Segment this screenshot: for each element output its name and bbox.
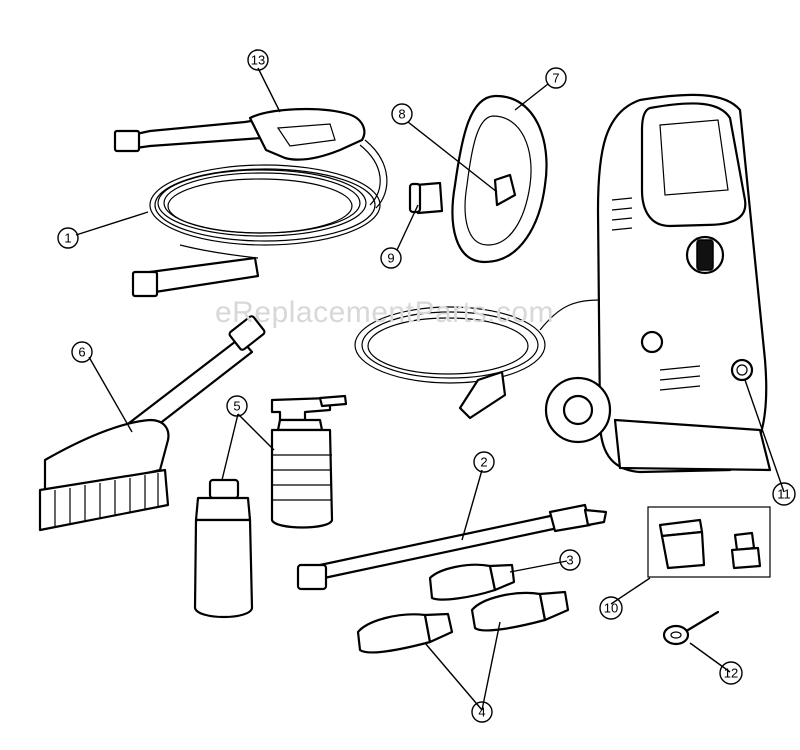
callout-8: 8: [391, 103, 413, 125]
callout-9: 9: [380, 247, 402, 269]
svg-text:6: 6: [78, 345, 85, 360]
svg-text:11: 11: [777, 487, 791, 502]
callout-6: 6: [71, 341, 93, 363]
callout-3: 3: [559, 549, 581, 571]
callout-10: 10: [599, 596, 623, 620]
knob-cap: [408, 181, 444, 215]
wash-brush: [38, 315, 266, 532]
callout-1: 1: [57, 227, 79, 249]
detergent-bottle-nozzle: [270, 394, 348, 529]
svg-text:3: 3: [566, 553, 573, 568]
nozzle-4-right: [470, 590, 570, 632]
svg-text:10: 10: [604, 601, 618, 616]
svg-text:5: 5: [233, 399, 240, 414]
watermark-text: eReplacementParts.com: [215, 296, 554, 329]
spray-gun-hose: [113, 108, 388, 298]
callout-13: 13: [247, 49, 269, 71]
spray-lance: [296, 503, 608, 591]
callout-11: 11: [772, 482, 796, 506]
hose-coupling-set: [647, 506, 771, 578]
svg-text:13: 13: [251, 53, 265, 68]
svg-text:4: 4: [478, 705, 485, 720]
cover-ring: [451, 94, 548, 264]
callout-7: 7: [545, 67, 567, 89]
pressure-washer-unit: [544, 93, 772, 474]
cleaning-needle: [662, 610, 720, 646]
svg-text:7: 7: [552, 71, 559, 86]
svg-text:8: 8: [398, 107, 405, 122]
callout-12: 12: [719, 661, 743, 685]
callout-4: 4: [471, 701, 493, 723]
svg-text:1: 1: [64, 231, 71, 246]
callout-5: 5: [226, 395, 248, 417]
callout-2: 2: [473, 451, 495, 473]
power-cord: [354, 299, 601, 420]
svg-text:9: 9: [387, 251, 394, 266]
svg-text:2: 2: [480, 455, 487, 470]
nozzle-3: [428, 563, 516, 601]
svg-text:12: 12: [724, 666, 738, 681]
detergent-bottle: [193, 478, 254, 618]
nozzle-4-left: [356, 612, 454, 654]
